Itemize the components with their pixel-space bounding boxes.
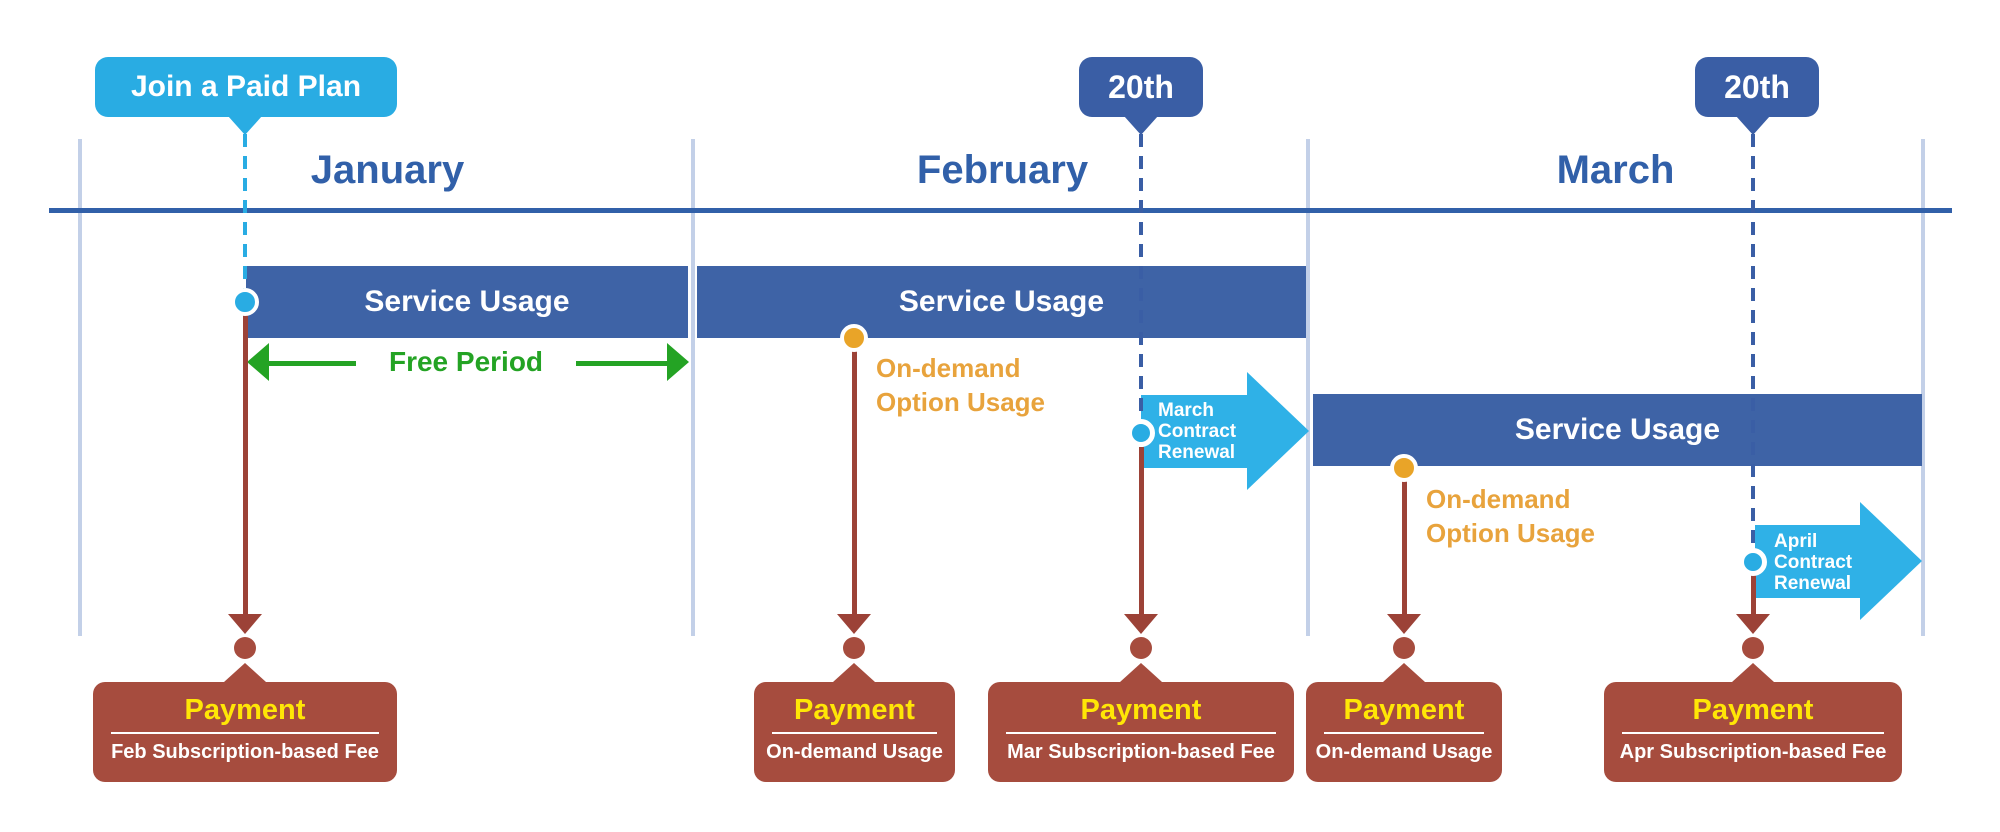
payment-box-mar-ondemand: Payment On-demand Usage bbox=[1306, 682, 1502, 782]
march-renewal-label: March Contract Renewal bbox=[1158, 400, 1237, 463]
payment-arrowhead bbox=[1736, 614, 1770, 634]
payment-detail: Apr Subscription-based Fee bbox=[1619, 741, 1887, 763]
payment-title: Payment bbox=[1343, 694, 1465, 726]
payment-dot bbox=[1393, 637, 1415, 659]
payment-detail: Feb Subscription-based Fee bbox=[111, 741, 379, 763]
on-demand-dot-march bbox=[1390, 454, 1418, 482]
month-label-march: March bbox=[1556, 148, 1675, 192]
mar-20th-dashed-line bbox=[1751, 134, 1755, 548]
feb-20th-badge: 20th bbox=[1079, 57, 1203, 117]
free-period-arrowhead-left bbox=[247, 343, 269, 381]
payment-rule bbox=[1006, 732, 1276, 734]
service-usage-bar-january: Service Usage bbox=[246, 266, 688, 338]
feb-20th-dashed-line bbox=[1139, 134, 1143, 420]
payment-box-pointer bbox=[1120, 663, 1162, 682]
month-divider bbox=[78, 139, 82, 636]
payment-box-pointer bbox=[1383, 663, 1425, 682]
payment-connector-feb-ondemand bbox=[852, 338, 857, 614]
service-usage-label: Service Usage bbox=[898, 285, 1105, 318]
payment-box-mar-subscription: Payment Mar Subscription-based Fee bbox=[988, 682, 1294, 782]
payment-title: Payment bbox=[1080, 694, 1202, 726]
payment-rule bbox=[772, 732, 937, 734]
payment-box-apr-subscription: Payment Apr Subscription-based Fee bbox=[1604, 682, 1902, 782]
payment-connector-march-renewal bbox=[1139, 447, 1144, 614]
payment-dot bbox=[1742, 637, 1764, 659]
badge-pointer bbox=[1736, 116, 1770, 135]
march-renewal-arrow-body bbox=[1141, 395, 1247, 468]
on-demand-dot-february bbox=[840, 324, 868, 352]
month-label-january: January bbox=[310, 148, 465, 192]
month-divider bbox=[691, 139, 695, 636]
badge-pointer bbox=[228, 116, 262, 135]
payment-connector-mar-ondemand bbox=[1402, 468, 1407, 614]
march-renewal-dot bbox=[1127, 419, 1155, 447]
service-usage-bar-march: Service Usage bbox=[1313, 394, 1922, 466]
april-renewal-arrow-body bbox=[1755, 525, 1860, 598]
payment-title: Payment bbox=[184, 694, 306, 726]
april-renewal-label: April Contract Renewal bbox=[1774, 531, 1853, 594]
payment-box-pointer bbox=[224, 663, 266, 682]
payment-arrowhead bbox=[228, 614, 262, 634]
join-dashed-line bbox=[243, 134, 247, 290]
payment-box-feb-ondemand: Payment On-demand Usage bbox=[754, 682, 955, 782]
payment-box-feb-subscription: Payment Feb Subscription-based Fee bbox=[93, 682, 397, 782]
service-usage-bar-february: Service Usage bbox=[697, 266, 1306, 338]
free-period-label: Free Period bbox=[356, 346, 576, 378]
on-demand-label-february: On-demand Option Usage bbox=[876, 353, 1046, 417]
payment-rule bbox=[1622, 732, 1884, 734]
join-paid-plan-badge: Join a Paid Plan bbox=[95, 57, 397, 117]
payment-detail: Mar Subscription-based Fee bbox=[1007, 741, 1275, 763]
payment-arrowhead bbox=[1387, 614, 1421, 634]
payment-connector-april-renewal bbox=[1751, 575, 1756, 614]
month-label-february: February bbox=[916, 148, 1089, 192]
badge-pointer bbox=[1124, 116, 1158, 135]
payment-detail: On-demand Usage bbox=[1315, 741, 1493, 763]
month-divider bbox=[1921, 139, 1925, 636]
on-demand-label-march: On-demand Option Usage bbox=[1426, 484, 1596, 548]
march-renewal-arrow-head bbox=[1247, 372, 1309, 490]
payment-dot bbox=[1130, 637, 1152, 659]
service-usage-label: Service Usage bbox=[1514, 413, 1721, 446]
service-usage-label: Service Usage bbox=[364, 285, 570, 318]
payment-title: Payment bbox=[794, 694, 915, 726]
payment-rule bbox=[1324, 732, 1484, 734]
free-period-arrowhead-right bbox=[667, 343, 689, 381]
april-renewal-dot bbox=[1739, 548, 1767, 576]
payment-connector-january bbox=[243, 302, 248, 614]
payment-box-pointer bbox=[1732, 663, 1774, 682]
payment-arrowhead bbox=[837, 614, 871, 634]
payment-box-pointer bbox=[833, 663, 875, 682]
payment-dot bbox=[234, 637, 256, 659]
payment-title: Payment bbox=[1692, 694, 1814, 726]
payment-detail: On-demand Usage bbox=[766, 741, 943, 763]
payment-arrowhead bbox=[1124, 614, 1158, 634]
payment-dot bbox=[843, 637, 865, 659]
timeline-axis bbox=[49, 208, 1952, 213]
april-renewal-arrow-head bbox=[1860, 502, 1922, 620]
join-start-dot bbox=[231, 288, 259, 316]
payment-rule bbox=[111, 732, 379, 734]
mar-20th-badge: 20th bbox=[1695, 57, 1819, 117]
